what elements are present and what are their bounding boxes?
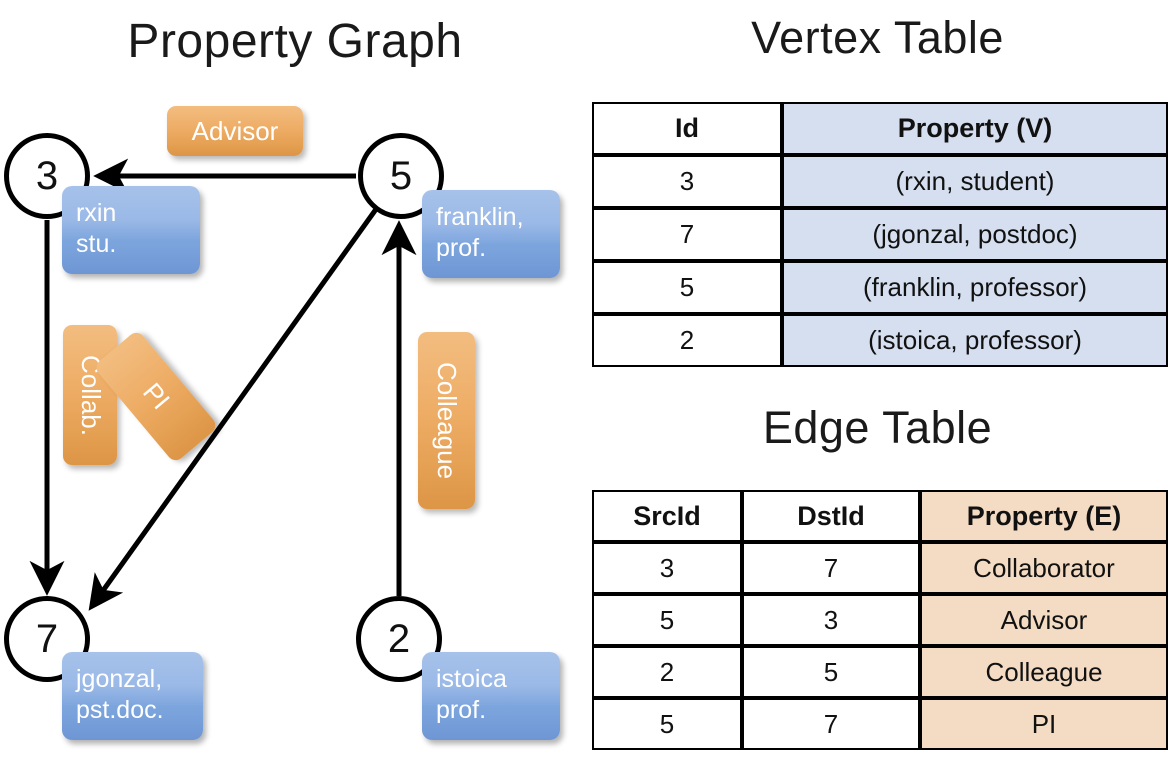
vertex-5-property-box: franklin, prof.: [422, 190, 560, 278]
edge-label-collab: Collab.: [63, 325, 117, 465]
vertex-2-property-line2: prof.: [436, 696, 487, 725]
edge-table-header-property: Property (E): [920, 490, 1168, 542]
vertex-3-id: 3: [35, 154, 59, 198]
edge-table: SrcId DstId Property (E) 3 7 Collaborato…: [592, 490, 1168, 750]
vertex-2-id: 2: [387, 617, 411, 661]
vertex-7-property-box: jgonzal, pst.doc.: [62, 652, 203, 740]
table-row[interactable]: 5 3 Advisor: [592, 594, 1168, 646]
vertex-5-property-line2: prof.: [436, 234, 487, 263]
vertex-3-property-line1: rxin: [76, 199, 117, 227]
table-row[interactable]: 7 (jgonzal, postdoc): [592, 208, 1168, 261]
edge-table-header-srcid: SrcId: [592, 490, 742, 542]
vertex-7-property-line2: pst.doc.: [76, 696, 164, 725]
vertex-2-property-box: istoica prof.: [422, 652, 560, 740]
vertex-table-header-property: Property (V): [782, 102, 1168, 155]
vertex-table-header-id: Id: [592, 102, 782, 155]
edge-label-colleague: Colleague: [418, 332, 475, 509]
table-row[interactable]: 5 (franklin, professor): [592, 261, 1168, 314]
edge-row-0-src: 3: [592, 542, 742, 594]
vertex-row-3-id: 2: [592, 314, 782, 367]
edge-table-header-row: SrcId DstId Property (E): [592, 490, 1168, 542]
vertex-row-0-property: (rxin, student): [782, 155, 1168, 208]
edge-5-to-7-pi: [88, 203, 382, 611]
edge-row-2-dst: 5: [742, 646, 920, 698]
edge-row-3-property: PI: [920, 698, 1168, 750]
vertex-row-1-id: 7: [592, 208, 782, 261]
vertex-table: Id Property (V) 3 (rxin, student) 7 (jgo…: [592, 102, 1168, 367]
table-row[interactable]: 3 (rxin, student): [592, 155, 1168, 208]
edge-label-advisor-text: Advisor: [191, 115, 279, 146]
edge-row-2-property: Colleague: [920, 646, 1168, 698]
graph-edges-svg: [29, 158, 417, 611]
vertex-5-id: 5: [389, 154, 413, 198]
vertex-row-1-property: (jgonzal, postdoc): [782, 208, 1168, 261]
property-graph-canvas: 3 5 7 2 rxin stu. franklin, prof. jgonza…: [4, 106, 560, 740]
edge-label-pi-text: PI: [136, 377, 176, 416]
edge-row-1-dst: 3: [742, 594, 920, 646]
section-title-vertex-table: Vertex Table: [751, 12, 1004, 63]
vertex-5-property-line1: franklin,: [436, 203, 524, 231]
graph-vertex-5[interactable]: 5: [358, 133, 444, 219]
edge-label-colleague-text: Colleague: [432, 361, 462, 480]
section-title-edge-table: Edge Table: [762, 402, 993, 453]
vertex-row-2-property: (franklin, professor): [782, 261, 1168, 314]
vertex-7-property-line1: jgonzal,: [76, 665, 163, 693]
vertex-3-property-line2: stu.: [76, 230, 117, 259]
edge-row-0-property: Collaborator: [920, 542, 1168, 594]
page-title-property-graph: Property Graph: [127, 15, 463, 68]
edge-row-1-src: 5: [592, 594, 742, 646]
table-row[interactable]: 5 7 PI: [592, 698, 1168, 750]
vertex-2-property-line1: istoica: [436, 665, 507, 693]
table-row[interactable]: 3 7 Collaborator: [592, 542, 1168, 594]
edge-row-2-src: 2: [592, 646, 742, 698]
edge-label-advisor: Advisor: [167, 106, 303, 156]
vertex-row-3-property: (istoica, professor): [782, 314, 1168, 367]
edge-table-header-dstid: DstId: [742, 490, 920, 542]
vertex-row-2-id: 5: [592, 261, 782, 314]
table-row[interactable]: 2 (istoica, professor): [592, 314, 1168, 367]
vertex-3-property-box: rxin stu.: [62, 186, 200, 274]
edge-row-3-dst: 7: [742, 698, 920, 750]
vertex-7-id: 7: [35, 617, 59, 661]
graph-vertex-2[interactable]: 2: [356, 596, 442, 682]
vertex-table-header-row: Id Property (V): [592, 102, 1168, 155]
edge-row-0-dst: 7: [742, 542, 920, 594]
table-row[interactable]: 2 5 Colleague: [592, 646, 1168, 698]
edge-row-3-src: 5: [592, 698, 742, 750]
vertex-row-0-id: 3: [592, 155, 782, 208]
edge-row-1-property: Advisor: [920, 594, 1168, 646]
